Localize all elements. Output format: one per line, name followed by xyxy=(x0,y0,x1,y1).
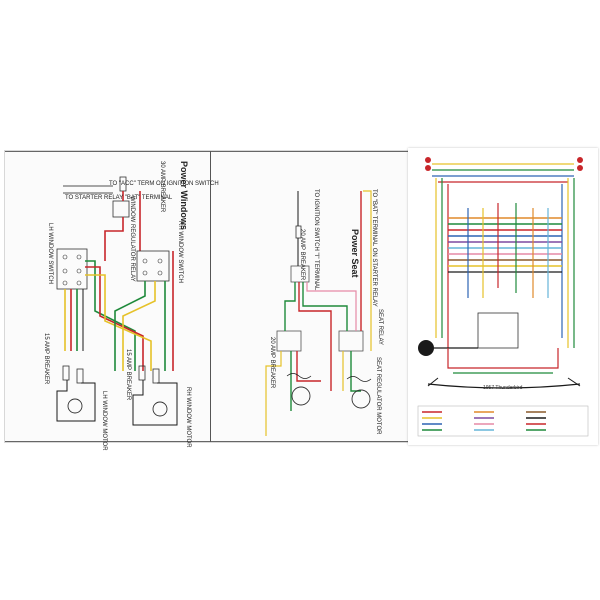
poster-diagram xyxy=(417,157,589,437)
power-seat-title: Power Seat xyxy=(350,229,360,278)
relay-symbol xyxy=(112,200,130,218)
label-acc-term: TO "ACC" TERM ON IGNITION SWITCH xyxy=(109,181,219,187)
seat-relay-left-symbol xyxy=(276,330,302,352)
wire-red-main xyxy=(104,191,124,261)
breaker-15-left-symbol xyxy=(62,365,70,381)
power-seat-diagram xyxy=(265,190,372,436)
label-seat-motor: SEAT REGULATOR MOTOR xyxy=(375,357,381,435)
seat-motor-left-symbol xyxy=(291,386,311,406)
label-bat-terminal: TO "BAT" TERMINAL ON STARTER RELAY xyxy=(371,189,377,307)
poster-title: 1957 Thunderbird xyxy=(483,385,523,391)
breaker-15-right-symbol xyxy=(138,365,146,381)
rh-motor-symbol xyxy=(152,401,168,417)
rh-switch-symbol xyxy=(136,250,170,282)
wiring-sheet: Power Windows 30 AMP BREAKER TO "ACC" TE… xyxy=(4,150,409,451)
lh-motor-symbol xyxy=(67,398,83,414)
sheet-bottom-rule xyxy=(5,441,408,442)
label-starter-relay: TO STARTER RELAY "BAT" TERMINAL xyxy=(65,195,173,201)
lh-switch-symbol xyxy=(56,248,88,290)
panel-divider xyxy=(210,151,211,442)
seat-relay-right-symbol xyxy=(338,330,364,352)
label-ign-switch: TO IGNITION SWITCH "I" TERMINAL xyxy=(313,189,319,291)
seat-motor-right-symbol xyxy=(351,389,371,409)
power-windows-diagram xyxy=(56,176,178,426)
seat-switch-symbol xyxy=(290,265,310,283)
full-wiring-poster: 1957 Thunderbird xyxy=(408,148,598,445)
sheet-top-rule xyxy=(5,151,408,152)
label-seat-relay: SEAT RELAY xyxy=(377,309,383,346)
label-breaker-20-b: 20 AMP BREAKER xyxy=(269,337,275,389)
label-breaker-20: 20 AMP BREAKER xyxy=(299,229,305,281)
